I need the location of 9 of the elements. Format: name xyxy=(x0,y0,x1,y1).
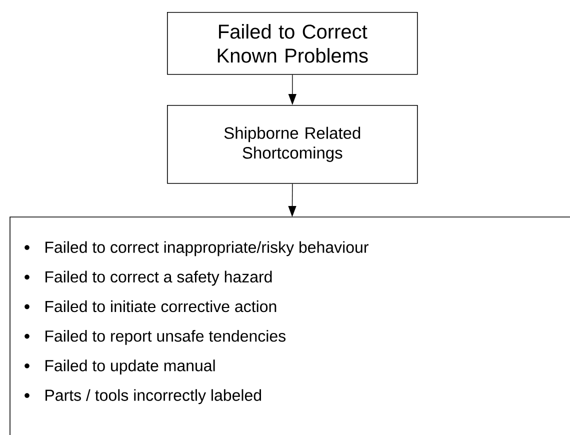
bullet-item: Failed to correct a safety hazard xyxy=(46,270,272,286)
bullet-item: Failed to initiate corrective action xyxy=(46,300,276,312)
list-box xyxy=(10,216,570,435)
bullet-item: Failed to update manual xyxy=(46,360,215,374)
bullet-item: Failed to report unsafe tendencies xyxy=(46,330,286,345)
process-box: Failed to Correct Known Problems xyxy=(167,12,418,75)
bullet-item: Parts / tools incorrectly labeled xyxy=(46,389,262,404)
process-box: Shipborne Related Shortcomings xyxy=(167,105,418,184)
bullet-item: Failed to correct inappropriate/risky behaviour xyxy=(46,241,368,256)
